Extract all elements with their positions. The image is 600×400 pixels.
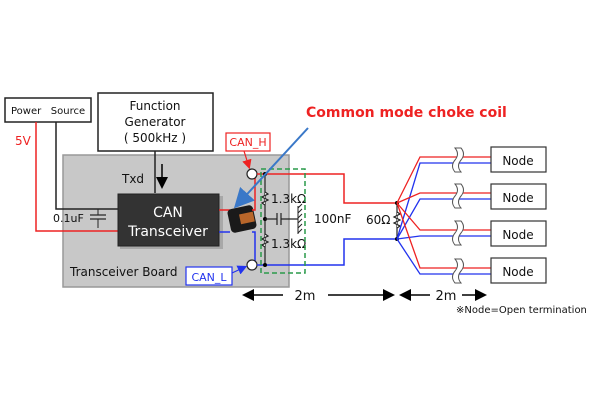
distance-label-1: 2m <box>295 289 316 304</box>
node-box: Node <box>490 146 547 173</box>
distance-label-2: 2m <box>436 289 457 304</box>
node-box: Node <box>490 183 547 210</box>
fg-line3: ( 500kHz ) <box>124 131 186 145</box>
can-h-terminal <box>246 168 258 180</box>
termination-label: 60Ω <box>366 213 390 227</box>
resistor-top-icon <box>260 191 270 206</box>
ground-icon <box>297 203 303 234</box>
can-l-terminal <box>246 259 258 271</box>
can-transceiver <box>117 193 220 247</box>
transceiver-line1: CAN <box>153 205 183 221</box>
node-box: Node <box>490 257 547 284</box>
transceiver-line2: Transceiver <box>127 224 208 240</box>
resistor-bottom-label: 1.3kΩ <box>271 237 306 251</box>
power-source-box <box>4 97 92 123</box>
split-cap-label: 100nF <box>314 212 352 226</box>
node-label: Node <box>502 154 533 168</box>
node-label: Node <box>502 228 533 242</box>
gnd-wire <box>55 122 118 210</box>
can-l-label: CAN_L <box>191 271 227 284</box>
board-label: Transceiver Board <box>69 265 178 279</box>
fg-line1: Function <box>129 99 180 113</box>
callout-arrow-icon <box>233 127 309 209</box>
node-label: Node <box>502 191 533 205</box>
can-l-bus <box>257 238 397 266</box>
voltage-label: 5V <box>15 134 32 148</box>
can-h-label-box <box>225 132 271 152</box>
filter-box <box>260 168 306 274</box>
resistor-top-label: 1.3kΩ <box>271 192 306 206</box>
vcc-wire <box>35 122 118 232</box>
fg-line2: Generator <box>125 115 186 129</box>
node-label: Node <box>502 265 533 279</box>
capacitor-label: 0.1uF <box>53 212 84 225</box>
choke-callout-label: Common mode choke coil <box>306 105 507 121</box>
can-l-label-box <box>185 266 233 286</box>
txd-label: Txd <box>121 172 144 186</box>
can-h-label: CAN_H <box>229 136 266 149</box>
cable-break-icon <box>452 147 464 284</box>
choke-coil-icon <box>227 205 257 233</box>
branch-wires <box>396 156 491 275</box>
footnote: ※Node=Open termination <box>456 305 587 316</box>
node-box: Node <box>490 220 547 247</box>
can-h-bus <box>257 173 397 204</box>
resistor-bottom-icon <box>260 233 270 248</box>
power-source-label: Power Source <box>11 106 85 117</box>
termination-resistor-icon <box>392 211 402 229</box>
function-generator-box <box>97 92 214 152</box>
